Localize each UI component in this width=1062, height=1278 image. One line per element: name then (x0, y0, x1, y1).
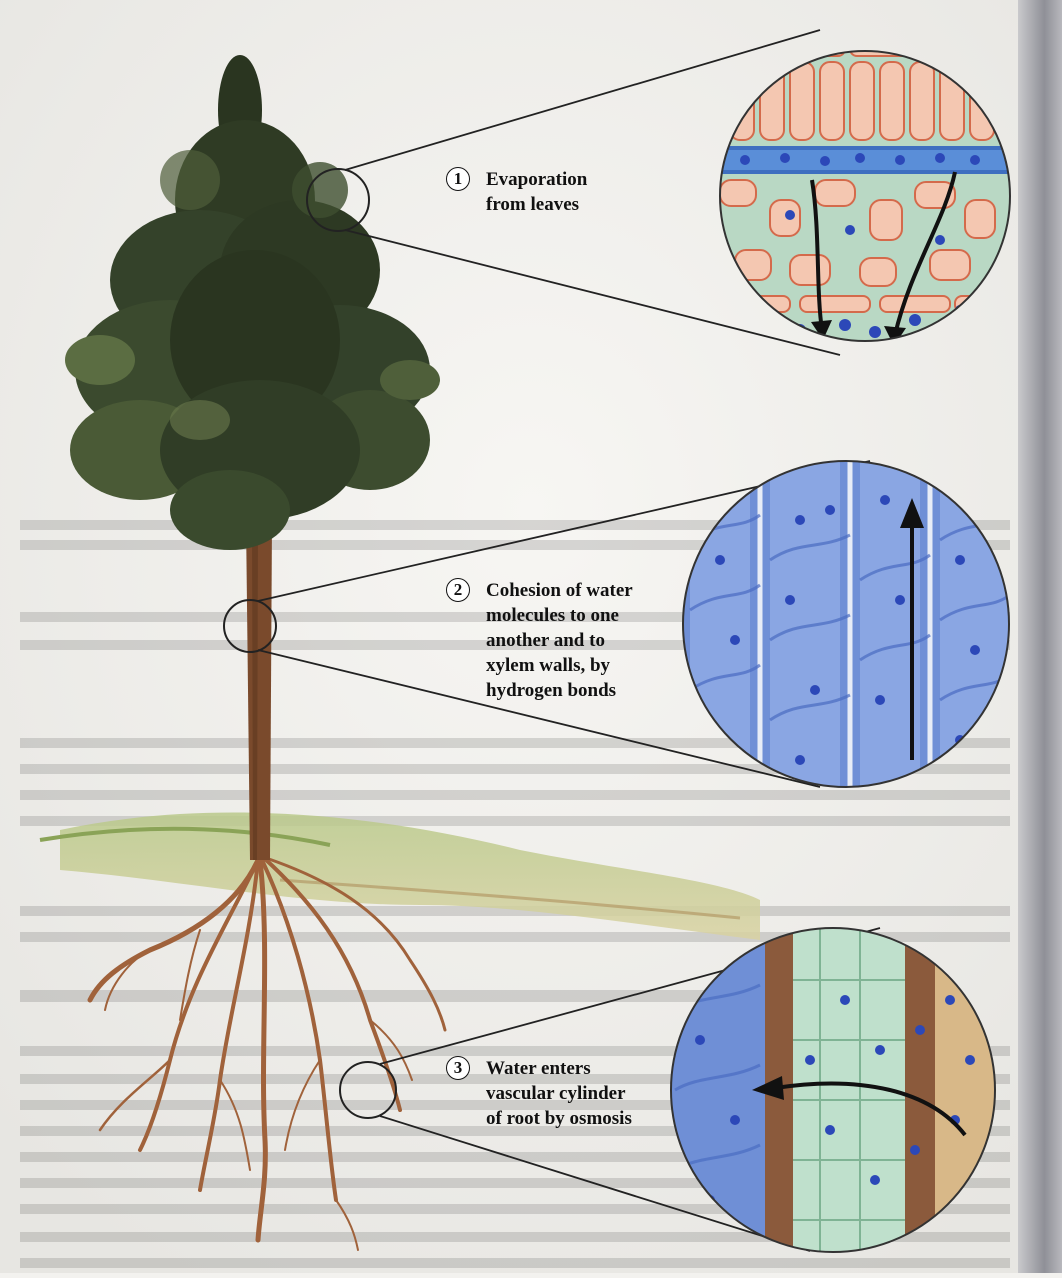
step-3-label: 3 Water enters vascular cylinder of root… (446, 1056, 676, 1131)
step-2-label: 2 Cohesion of water molecules to one ano… (446, 578, 686, 703)
step-2-text: Cohesion of water molecules to one anoth… (446, 578, 686, 703)
step-2-number: 2 (446, 578, 470, 602)
step-3-text: Water enters vascular cylinder of root b… (446, 1056, 676, 1131)
step-1-label: 1 Evaporation from leaves (446, 167, 666, 217)
page-edge (1018, 0, 1062, 1273)
step-3-number: 3 (446, 1056, 470, 1080)
step-1-text: Evaporation from leaves (446, 167, 666, 217)
trunk (246, 520, 272, 860)
step-1-number: 1 (446, 167, 470, 191)
